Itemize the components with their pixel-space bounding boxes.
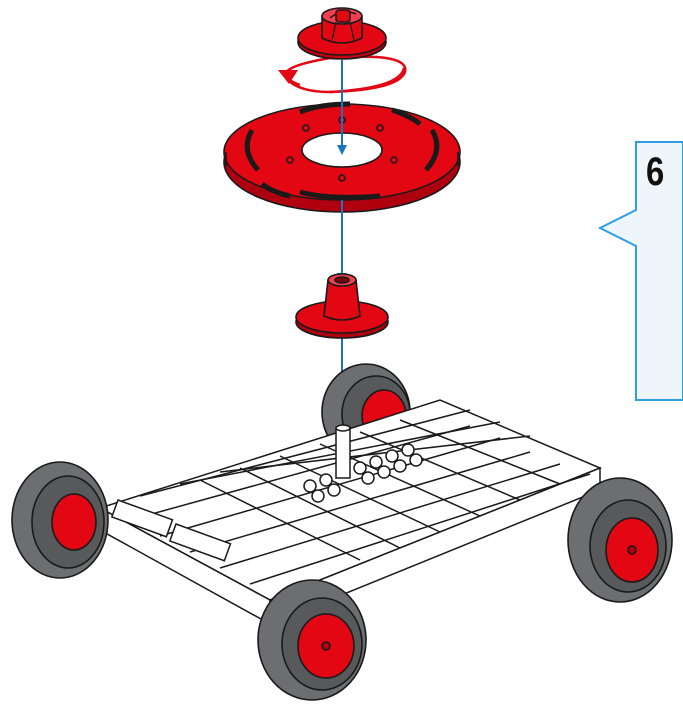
red-hub-base-icon: [296, 274, 388, 338]
step-number: 6: [646, 152, 664, 192]
white-axle-pin-icon: [336, 425, 350, 478]
step-callout: [600, 142, 683, 400]
red-hub-knob-icon: [298, 8, 386, 59]
